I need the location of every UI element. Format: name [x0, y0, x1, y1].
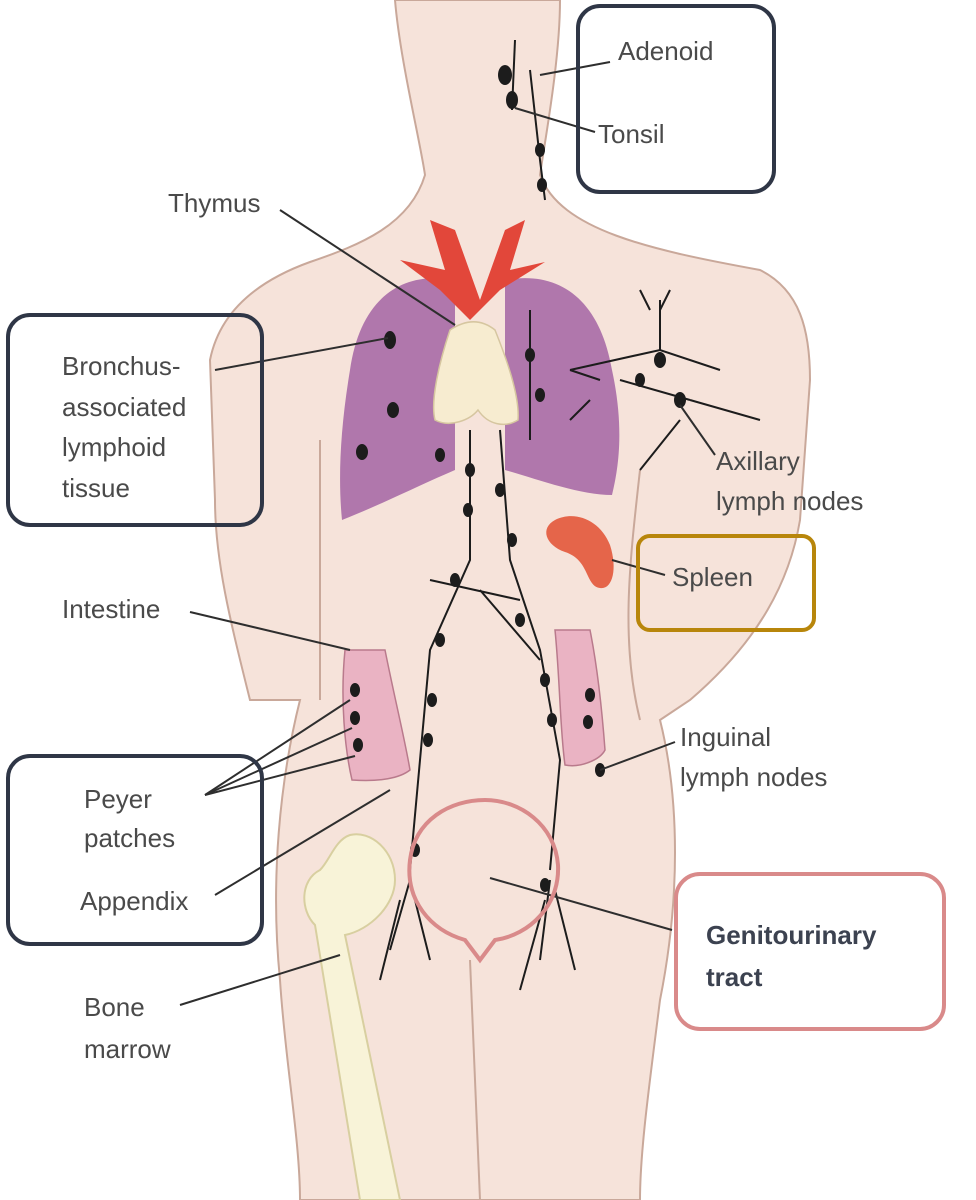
label-intestine: Intestine	[62, 594, 160, 624]
box-genitourinary	[674, 872, 946, 1031]
femur-bone	[303, 833, 402, 1200]
box-balt	[6, 313, 264, 527]
label-peyer-line2: patches	[84, 823, 175, 853]
body-silhouette	[208, 0, 812, 1200]
box-adenoid-tonsil	[576, 4, 776, 194]
label-genitourinary-line1: Genitourinary	[706, 920, 877, 950]
box-spleen	[636, 534, 816, 632]
label-bone-marrow-line1: Bone	[84, 992, 145, 1022]
great-vessels	[400, 220, 545, 320]
thymus-gland	[432, 321, 519, 426]
label-inguinal-line1: Inguinal	[680, 722, 771, 752]
label-appendix: Appendix	[80, 886, 188, 916]
label-balt-line4: tissue	[62, 473, 130, 503]
body-outline	[208, 0, 812, 1200]
label-thymus: Thymus	[168, 188, 260, 218]
label-adenoid: Adenoid	[618, 36, 713, 66]
labels: Adenoid Tonsil Thymus Bronchus- associat…	[62, 36, 877, 1064]
right-arm-inner	[627, 469, 641, 721]
right-lung	[505, 278, 620, 495]
label-tonsil: Tonsil	[598, 119, 664, 149]
left-lung	[340, 278, 455, 520]
label-axillary-line2: lymph nodes	[716, 486, 863, 516]
box-peyer-appendix	[6, 754, 264, 946]
spleen-organ	[546, 516, 614, 589]
intestines	[342, 629, 606, 782]
label-genitourinary-line2: tract	[706, 962, 763, 992]
label-axillary-line1: Axillary	[716, 446, 800, 476]
label-spleen: Spleen	[672, 562, 753, 592]
pelvis-callout	[407, 797, 561, 964]
leg-divide	[469, 959, 481, 1200]
thymus-organ	[400, 220, 545, 426]
label-balt-line3: lymphoid	[62, 432, 166, 462]
leader-lines	[179, 61, 716, 1006]
label-bone-marrow-line2: marrow	[84, 1034, 171, 1064]
label-inguinal-line2: lymph nodes	[680, 762, 827, 792]
highlight-boxes	[6, 4, 946, 1031]
lungs	[340, 278, 620, 520]
label-balt-line1: Bronchus-	[62, 351, 181, 381]
label-peyer-line1: Peyer	[84, 784, 152, 814]
label-balt-line2: associated	[62, 392, 186, 422]
